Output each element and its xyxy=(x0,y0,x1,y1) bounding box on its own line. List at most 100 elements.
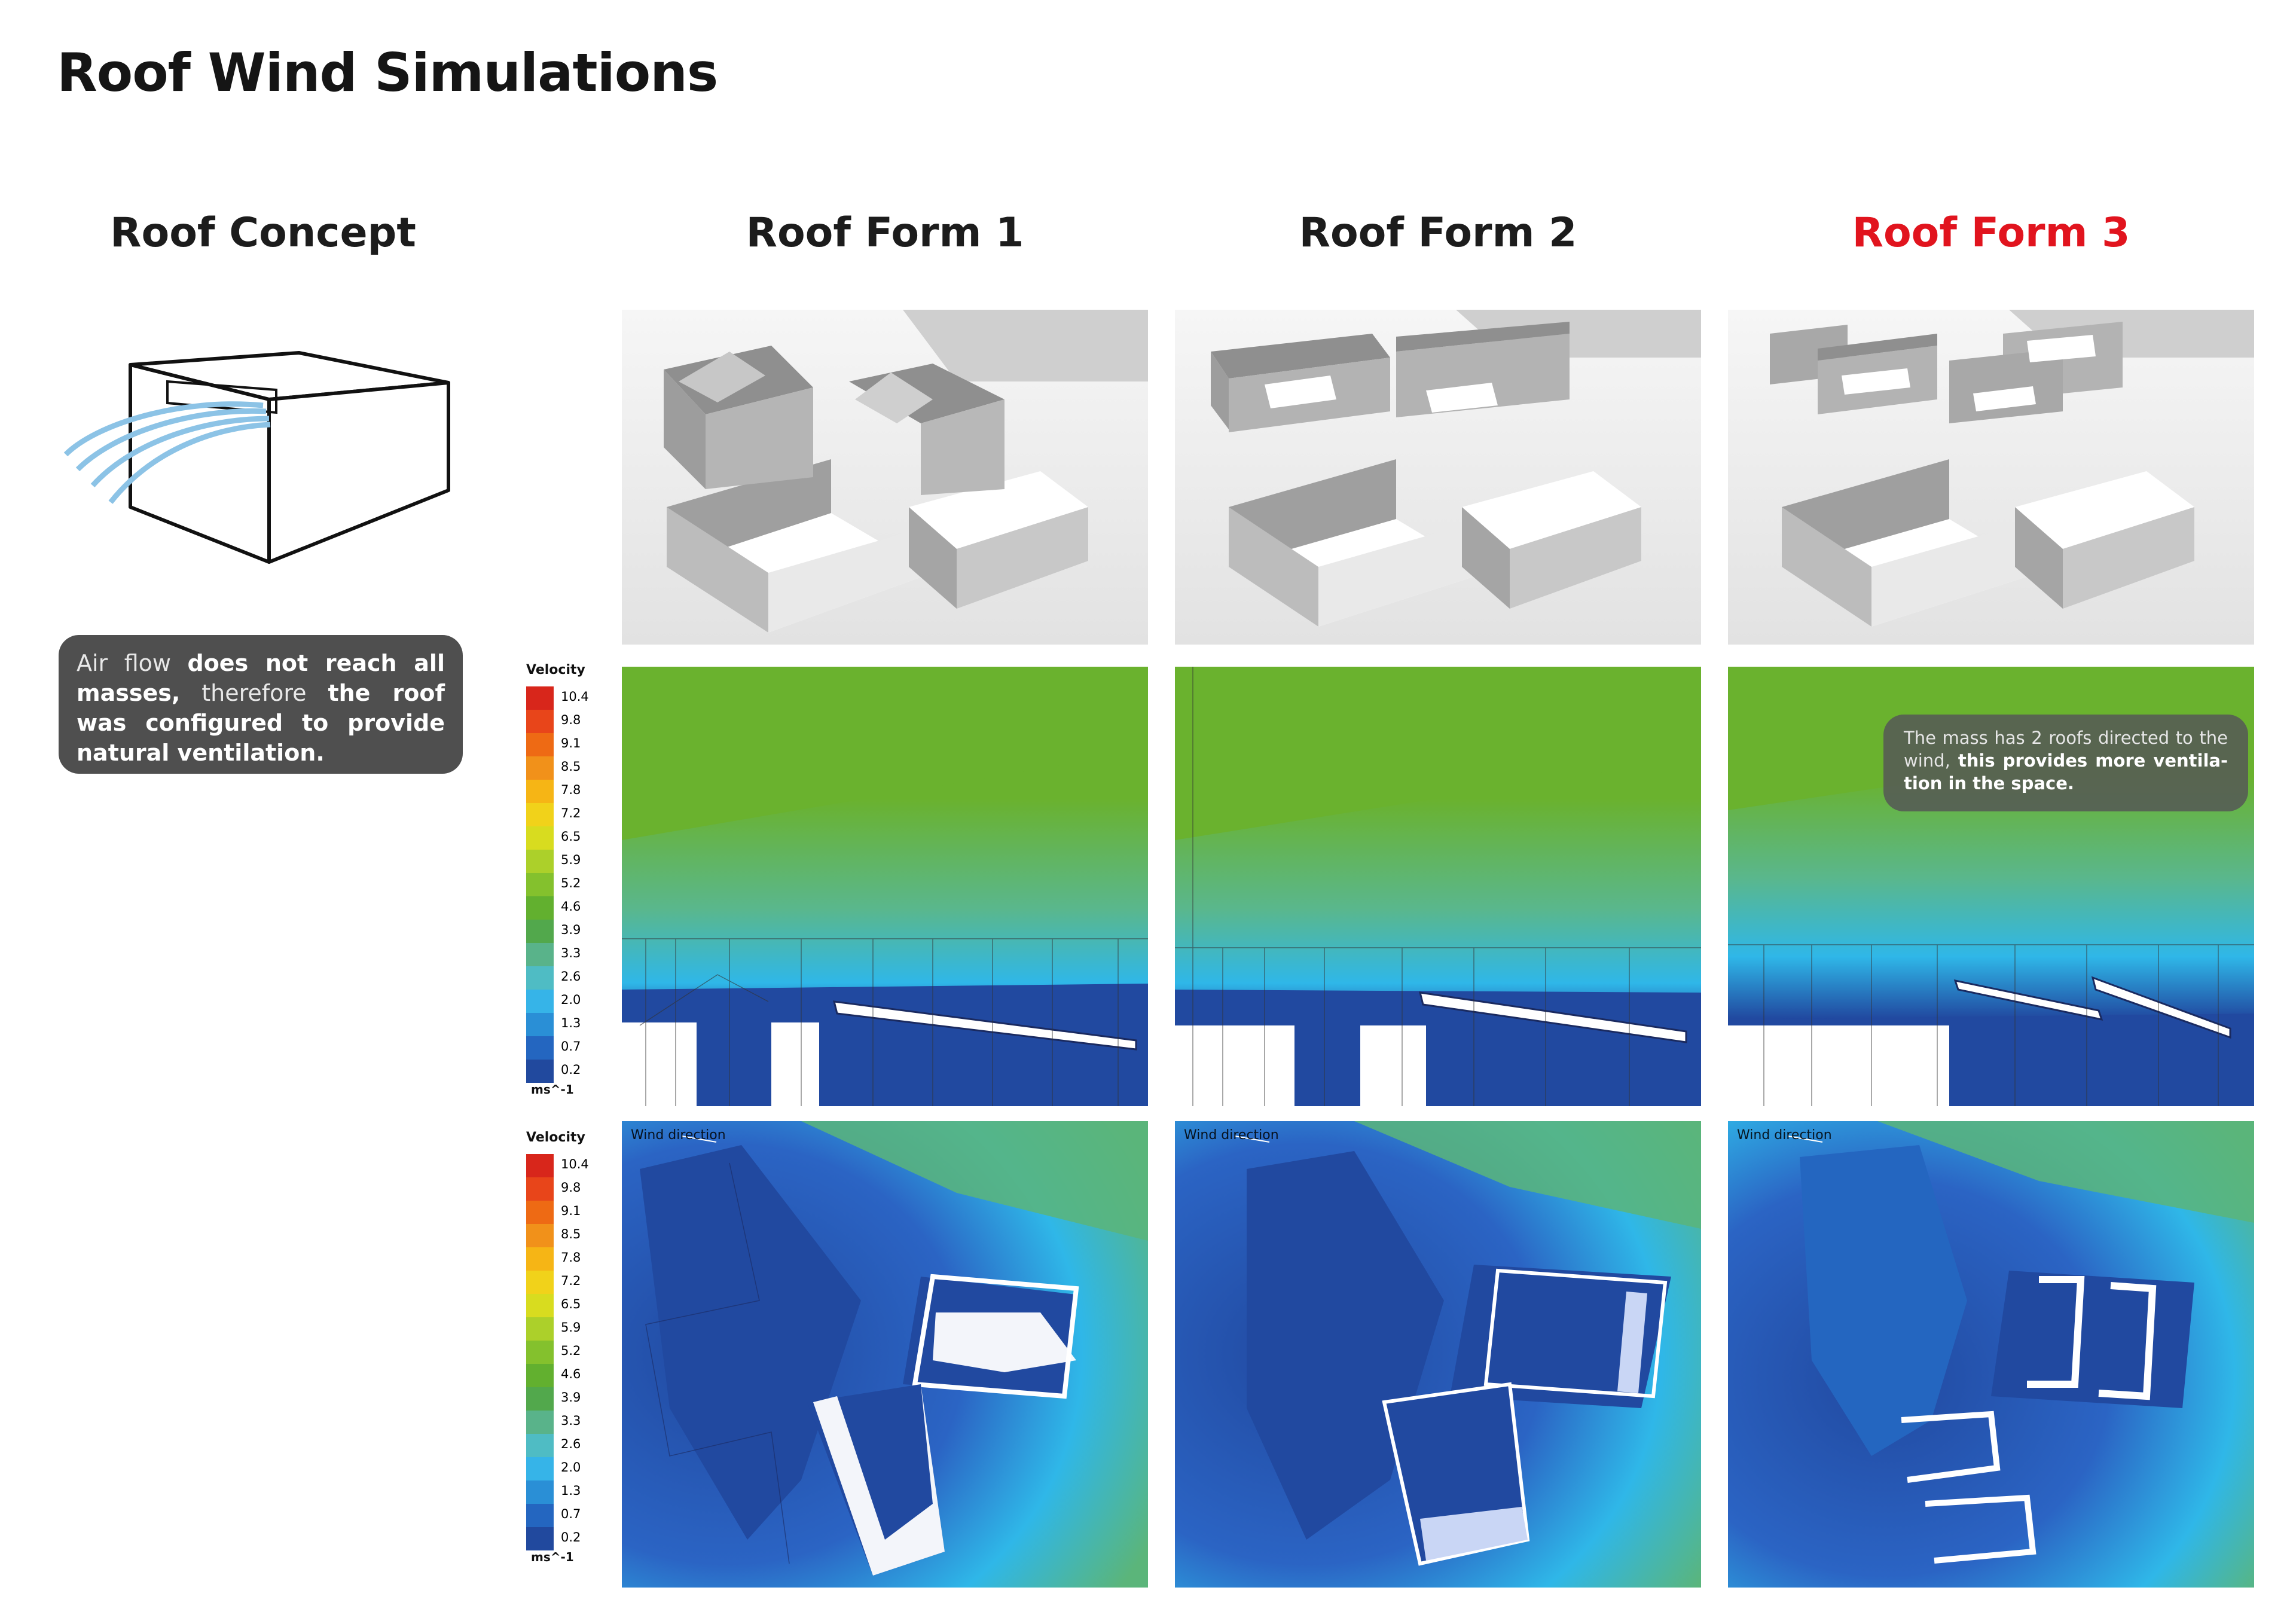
legend-value: 9.8 xyxy=(561,713,581,727)
legend-swatch xyxy=(526,733,554,756)
heading-roof-form-1: Roof Form 1 xyxy=(746,209,1024,257)
wind-direction-label: Wind direction xyxy=(1737,1128,1832,1143)
render-roof-form-3 xyxy=(1728,310,2254,645)
legend-value: 1.3 xyxy=(561,1483,581,1498)
velocity-legend-bar: 10.4 9.8 9.1 8.5 7.8 7.2 6.5 5.9 5.2 4.6 3.9 3.3 2.6… xyxy=(526,686,589,1083)
legend-swatch xyxy=(526,1411,554,1434)
velocity-legend-plan: Velocity 10.4 9.8 9.1 8.5 7.8 7.2 6.5 5.9 5.2 4.6… xyxy=(526,1130,598,1573)
legend-value: 9.8 xyxy=(561,1180,581,1195)
legend-value: 1.3 xyxy=(561,1016,581,1030)
legend-swatch xyxy=(526,1247,554,1271)
legend-value: 5.9 xyxy=(561,1320,581,1335)
legend-swatch xyxy=(526,1154,554,1177)
legend-value: 2.6 xyxy=(561,1437,581,1451)
legend-value: 0.7 xyxy=(561,1039,581,1054)
velocity-legend-bar: 10.4 9.8 9.1 8.5 7.8 7.2 6.5 5.9 5.2 4.6 3.9 3.3 2.6… xyxy=(526,1154,589,1550)
plan-sim-roof-form-3: Wind direction xyxy=(1728,1121,2254,1588)
section-sim-roof-form-2 xyxy=(1175,667,1701,1106)
concept-note: Air flow does not reach all masses, ther… xyxy=(59,635,463,774)
render-roof-form-2 xyxy=(1175,310,1701,645)
form3-note-part: this provides more ventila-tion in the s… xyxy=(1904,750,2228,793)
concept-note-part: Air flow xyxy=(77,650,188,676)
legend-value: 5.2 xyxy=(561,1344,581,1358)
legend-swatch xyxy=(526,780,554,803)
legend-swatch xyxy=(526,1434,554,1457)
legend-value: 8.5 xyxy=(561,1227,581,1241)
legend-swatch xyxy=(526,1224,554,1247)
legend-value: 10.4 xyxy=(561,689,589,704)
legend-swatch xyxy=(526,990,554,1013)
legend-swatch xyxy=(526,1271,554,1294)
page-title: Roof Wind Simulations xyxy=(57,42,718,103)
heading-roof-form-2: Roof Form 2 xyxy=(1299,209,1577,257)
legend-swatch xyxy=(526,756,554,780)
render-roof-form-1 xyxy=(622,310,1148,645)
legend-value: 3.3 xyxy=(561,1414,581,1428)
legend-swatch xyxy=(526,850,554,873)
legend-title: Velocity xyxy=(526,663,585,677)
legend-swatch xyxy=(526,966,554,990)
legend-swatch xyxy=(526,686,554,710)
legend-value: 6.5 xyxy=(561,829,581,844)
velocity-legend-section: Velocity 10.4 9.8 9.1 8.5 7.8 7.2 6.5 5.9 5.2 4.6… xyxy=(526,663,598,1105)
legend-value: 3.9 xyxy=(561,923,581,937)
plan-sim-roof-form-2: Wind direction xyxy=(1175,1121,1701,1588)
legend-swatch xyxy=(526,1527,554,1550)
legend-swatch xyxy=(526,1387,554,1411)
legend-value: 9.1 xyxy=(561,736,581,750)
legend-swatch xyxy=(526,1364,554,1387)
legend-swatch xyxy=(526,1317,554,1341)
plan-sim-roof-form-1: Wind direction xyxy=(622,1121,1148,1588)
concept-note-part: therefore xyxy=(180,680,328,706)
legend-value: 4.6 xyxy=(561,899,581,914)
legend-swatch xyxy=(526,1013,554,1036)
legend-swatch xyxy=(526,873,554,896)
legend-value: 2.6 xyxy=(561,969,581,984)
legend-swatch xyxy=(526,943,554,966)
legend-swatch xyxy=(526,1341,554,1364)
legend-value: 4.6 xyxy=(561,1367,581,1381)
legend-value: 7.8 xyxy=(561,783,581,797)
legend-swatch xyxy=(526,1457,554,1480)
legend-value: 2.0 xyxy=(561,1460,581,1475)
legend-value: 5.2 xyxy=(561,876,581,890)
legend-swatch xyxy=(526,1177,554,1201)
legend-value: 0.2 xyxy=(561,1063,581,1077)
legend-value: 8.5 xyxy=(561,759,581,774)
legend-value: 2.0 xyxy=(561,993,581,1007)
legend-swatch xyxy=(526,1201,554,1224)
concept-note-part: the roof was configured to provide natur… xyxy=(77,680,445,766)
legend-unit: ms^-1 xyxy=(531,1082,574,1097)
legend-value: 9.1 xyxy=(561,1204,581,1218)
form3-note-part: The mass has 2 roofs directed to the win… xyxy=(1904,728,2228,771)
legend-title: Velocity xyxy=(526,1130,585,1145)
legend-swatch xyxy=(526,896,554,920)
legend-value: 5.9 xyxy=(561,853,581,867)
legend-swatch xyxy=(526,826,554,850)
legend-swatch xyxy=(526,920,554,943)
legend-swatch xyxy=(526,710,554,733)
roof-concept-sketch xyxy=(60,335,466,574)
legend-swatch xyxy=(526,1480,554,1504)
wind-direction-label: Wind direction xyxy=(1184,1128,1279,1143)
legend-value: 3.3 xyxy=(561,946,581,960)
legend-value: 7.8 xyxy=(561,1250,581,1265)
section-sim-roof-form-1 xyxy=(622,667,1148,1106)
legend-swatch xyxy=(526,1504,554,1527)
legend-unit: ms^-1 xyxy=(531,1550,574,1564)
legend-swatch xyxy=(526,1060,554,1083)
form3-note: The mass has 2 roofs directed to the win… xyxy=(1883,715,2248,811)
legend-value: 7.2 xyxy=(561,1274,581,1288)
heading-roof-concept: Roof Concept xyxy=(110,209,416,257)
legend-value: 3.9 xyxy=(561,1390,581,1405)
legend-value: 0.7 xyxy=(561,1507,581,1521)
legend-swatch xyxy=(526,1294,554,1317)
legend-value: 0.2 xyxy=(561,1530,581,1544)
legend-value: 6.5 xyxy=(561,1297,581,1311)
legend-value: 7.2 xyxy=(561,806,581,820)
legend-swatch xyxy=(526,1036,554,1060)
concept-note-part: does not reach all masses, xyxy=(77,650,445,706)
legend-value: 10.4 xyxy=(561,1157,589,1171)
heading-roof-form-3: Roof Form 3 xyxy=(1852,209,2130,257)
legend-swatch xyxy=(526,803,554,826)
